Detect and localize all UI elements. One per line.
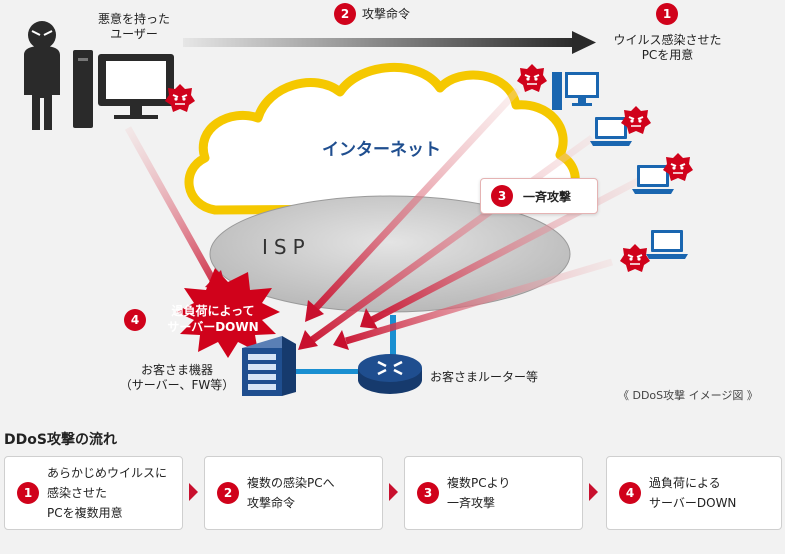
overload-label: 過負荷によって サーバーDOWN <box>167 304 259 334</box>
router-icon <box>358 354 422 394</box>
simultaneous-attack-label: 一斉攻撃 <box>523 190 572 204</box>
flow-title: DDoS攻撃の流れ <box>4 432 117 448</box>
simultaneous-attack-callout: 3 一斉攻撃 <box>480 178 598 214</box>
virus-icon <box>516 63 548 93</box>
step-number-badge: 4 <box>124 309 146 331</box>
flow-step: 3 複数PCより 一斉攻撃 <box>404 456 583 530</box>
internet-cloud <box>184 63 580 215</box>
attacker-pc-icon <box>73 50 174 128</box>
step-number-badge: 1 <box>17 482 39 504</box>
overload-burst <box>176 268 280 358</box>
step-number-badge: 2 <box>334 3 356 25</box>
command-arrow <box>183 38 575 47</box>
infected-desktop-pc-icon <box>552 72 599 110</box>
virus-icon <box>619 243 651 273</box>
isp-label: ISP <box>262 235 311 259</box>
diagram-caption: 《 DDoS攻撃 イメージ図 》 <box>618 389 758 402</box>
connection-line <box>288 369 366 374</box>
flow-arrow-icon <box>389 483 398 501</box>
command-arrow-head <box>572 31 596 54</box>
flow-arrow-icon <box>589 483 598 501</box>
infected-laptop-icon <box>646 230 688 259</box>
server-icon <box>242 336 296 396</box>
internet-label: インターネット <box>322 140 441 160</box>
flow-step: 1 あらかじめウイルスに 感染させた PCを複数用意 <box>4 456 183 530</box>
attacker-person-icon <box>24 21 60 130</box>
flow-step-text: 複数の感染PCへ 攻撃命令 <box>247 476 335 510</box>
flow-step-text: 複数PCより 一斉攻撃 <box>447 476 511 510</box>
step-number-badge: 4 <box>619 482 641 504</box>
flow-arrow-icon <box>189 483 198 501</box>
attacker-label: 悪意を持った ユーザー <box>97 12 170 41</box>
step-number-badge: 1 <box>656 3 678 25</box>
connection-line <box>390 315 396 367</box>
ddos-diagram <box>24 21 694 396</box>
step-number-badge: 2 <box>217 482 239 504</box>
router-label: お客さまルーター等 <box>430 370 539 384</box>
step-number-badge: 3 <box>491 185 513 207</box>
flow-step: 2 複数の感染PCへ 攻撃命令 <box>204 456 383 530</box>
flow-step-text: あらかじめウイルスに 感染させた PCを複数用意 <box>47 466 168 520</box>
flow-step-text: 過負荷による サーバーDOWN <box>649 476 737 510</box>
infected-pc-label: ウイルス感染させた PCを用意 <box>613 33 722 62</box>
command-label: 攻撃命令 <box>362 7 411 21</box>
step-number-badge: 3 <box>417 482 439 504</box>
customer-equipment-label: お客さま機器 （サーバー、FW等） <box>119 363 235 392</box>
flow-step: 4 過負荷による サーバーDOWN <box>606 456 782 530</box>
